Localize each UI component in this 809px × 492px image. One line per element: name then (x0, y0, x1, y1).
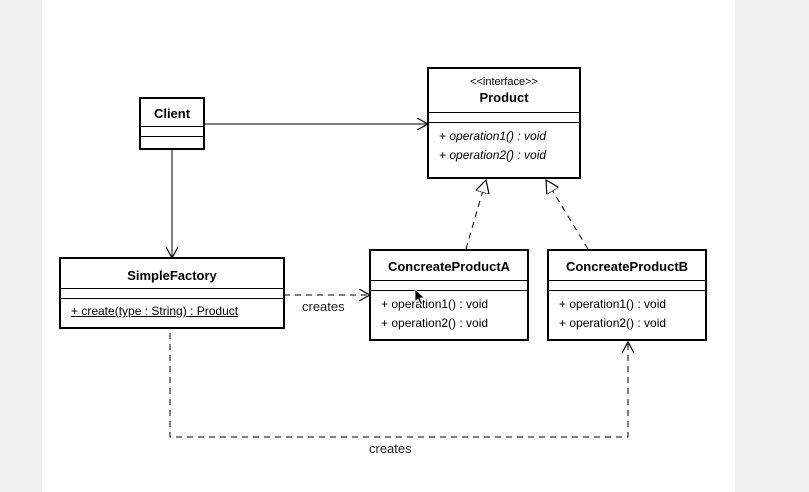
product-b-attributes-section (549, 281, 705, 291)
product-operation: + operation1() : void (439, 129, 547, 143)
product-a-operations-section: + operation1() : void + operation2() : v… (371, 291, 527, 333)
factory-create-operation: + create(type : String) : Product (71, 304, 239, 318)
product-a-class-name: ConcreateProductA (371, 251, 527, 281)
client-class[interactable]: Client (139, 97, 205, 150)
client-attributes-section (141, 127, 203, 137)
product-stereotype: <<interface>> (470, 76, 538, 88)
product-a-attributes-section (371, 281, 527, 291)
simple-factory-class-name: SimpleFactory (61, 259, 283, 289)
product-a-realization (465, 180, 486, 250)
factory-creates-b-dependency (169, 333, 628, 438)
client-operations-section (141, 137, 203, 147)
product-interface[interactable]: <<interface>> Product + operation1() : v… (427, 67, 581, 179)
creates-label-a: creates (302, 299, 345, 314)
simple-factory-attributes-section (61, 289, 283, 299)
concrete-product-b-class[interactable]: ConcreateProductB + operation1() : void … (547, 249, 707, 341)
product-class-name: Product (429, 88, 579, 113)
client-class-name: Client (141, 99, 203, 127)
diagram-canvas (42, 0, 735, 492)
mouse-cursor-icon (414, 288, 426, 306)
product-b-operation: + operation1() : void (559, 297, 667, 311)
creates-label-b: creates (369, 441, 412, 456)
product-a-operation: + operation1() : void (381, 297, 489, 311)
product-operation: + operation2() : void (439, 148, 547, 162)
product-b-class-name: ConcreateProductB (549, 251, 705, 281)
product-b-operation: + operation2() : void (559, 316, 667, 330)
concrete-product-a-class[interactable]: ConcreateProductA + operation1() : void … (369, 249, 529, 341)
product-b-realization (546, 180, 589, 250)
product-a-operation: + operation2() : void (381, 316, 489, 330)
simple-factory-class[interactable]: SimpleFactory + create(type : String) : … (59, 257, 285, 329)
product-operations-section: + operation1() : void + operation2() : v… (429, 123, 579, 165)
product-b-operations-section: + operation1() : void + operation2() : v… (549, 291, 705, 333)
simple-factory-operations-section: + create(type : String) : Product (61, 299, 283, 321)
product-attributes-section (429, 113, 579, 123)
